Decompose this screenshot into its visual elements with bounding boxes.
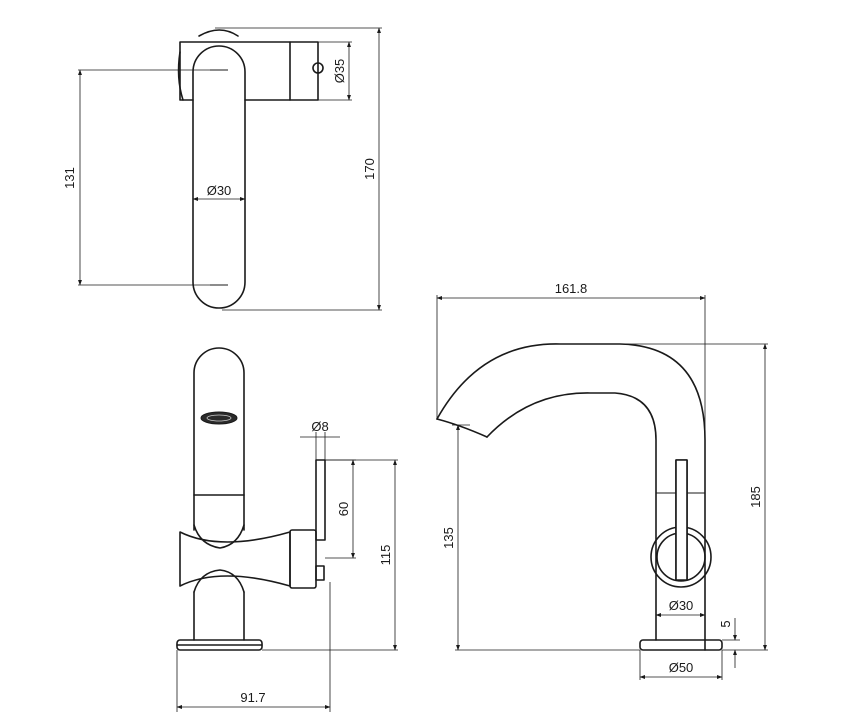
- side-view-spout-inner: [486, 392, 657, 641]
- dim-label-135: 135: [441, 527, 456, 549]
- dim-label-185: 185: [748, 486, 763, 508]
- front-view-spout: [193, 347, 245, 496]
- side-view-base: [639, 639, 723, 651]
- side-view-spout-tip: [436, 418, 488, 438]
- front-view-lever-cap: [289, 529, 317, 589]
- dim-label-5: 5: [718, 620, 733, 627]
- front-view-collar-bottom: [193, 569, 245, 593]
- dim-label-d8: Ø8: [311, 419, 328, 434]
- side-view-spout: [436, 343, 706, 651]
- dim-label-60: 60: [336, 502, 351, 516]
- front-view-collar-top: [193, 524, 245, 549]
- side-view: 161.8 185 135 Ø30 5 Ø50: [436, 281, 768, 680]
- dim-label-161-8: 161.8: [555, 281, 588, 296]
- front-view-lever-stub: [315, 565, 325, 581]
- dim-label-d50: Ø50: [669, 660, 694, 675]
- dim-label-side-d30: Ø30: [669, 598, 694, 613]
- top-view-handle: [179, 41, 319, 101]
- dim-label-131: 131: [62, 167, 77, 189]
- dim-label-91-7: 91.7: [240, 690, 265, 705]
- dim-label-115: 115: [378, 545, 393, 566]
- top-view: 131 170 Ø35 Ø30: [62, 27, 382, 311]
- top-view-body: [192, 45, 246, 309]
- dim-label-top-d30: Ø30: [207, 183, 232, 198]
- top-view-handle-knob: [312, 62, 324, 74]
- front-view-lever: [315, 459, 326, 541]
- top-view-cap: [198, 29, 239, 37]
- dim-label-d35: Ø35: [332, 59, 347, 84]
- front-view: Ø8 60 115 91.7: [176, 347, 398, 712]
- front-view-aerator: [200, 411, 238, 425]
- dim-label-170: 170: [362, 158, 377, 180]
